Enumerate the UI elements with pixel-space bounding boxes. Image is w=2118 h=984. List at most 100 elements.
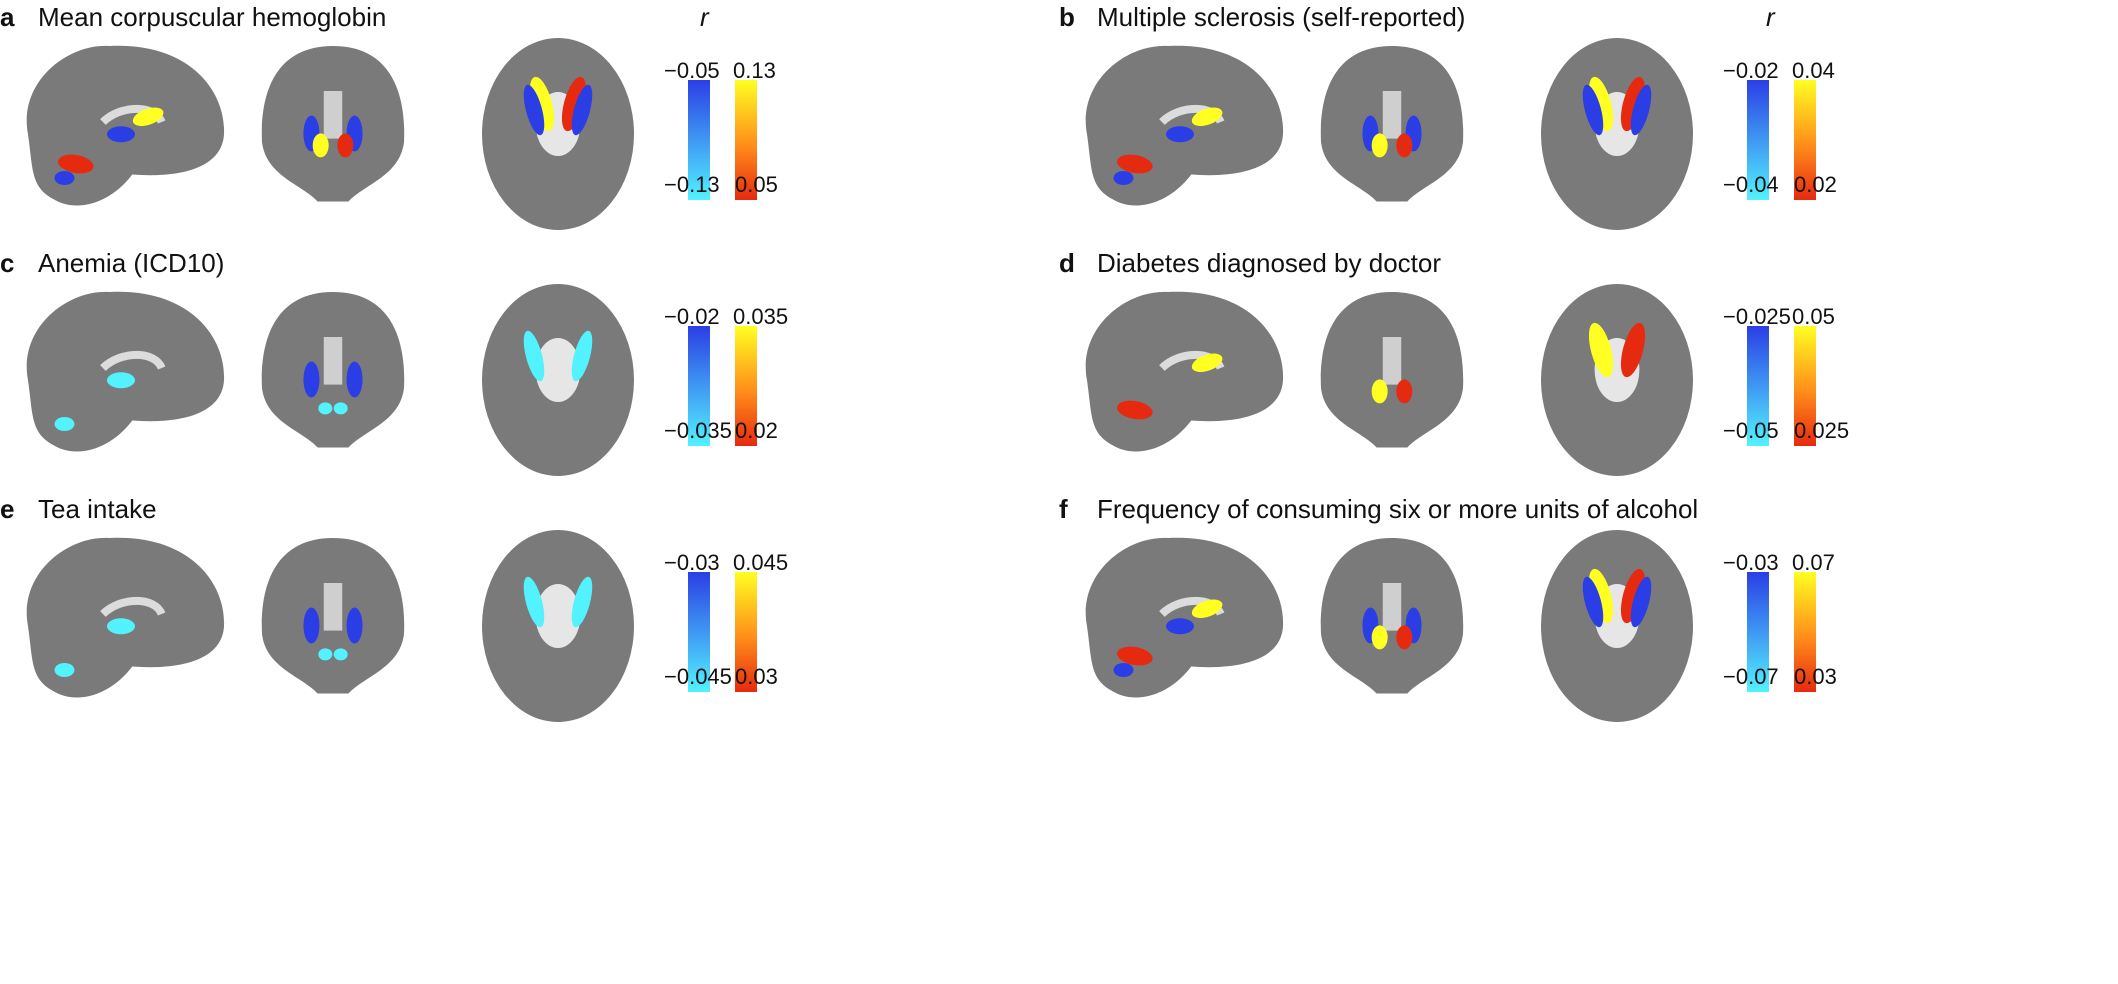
activation-blob	[1113, 663, 1134, 677]
pos-scale-bottom: 0.03	[735, 664, 778, 689]
activation-blob	[1371, 133, 1388, 158]
panel-letter: b	[1059, 2, 1075, 32]
activation-blob	[523, 576, 545, 628]
sagittal-brain-slice	[1085, 291, 1284, 452]
panel-title: Mean corpuscular hemoglobin	[38, 2, 387, 32]
activation-blob	[303, 607, 320, 644]
pos-scale-top: 0.035	[733, 304, 789, 329]
coronal-brain-slice	[261, 538, 405, 694]
neg-scale-bottom: −0.05	[1723, 418, 1779, 443]
neg-scale-top: −0.03	[1723, 550, 1779, 575]
neg-scale-bottom: −0.035	[664, 418, 732, 443]
activation-blob	[1588, 322, 1614, 378]
activation-blob	[1396, 625, 1413, 650]
r-axis-label: r	[1766, 2, 1775, 32]
activation-blob	[333, 648, 348, 661]
coronal-brain-slice	[1320, 46, 1464, 202]
activation-blob	[1113, 171, 1134, 185]
axial-brain-slice	[1541, 38, 1693, 230]
negative-colorbar	[1747, 80, 1769, 200]
sagittal-brain-slice	[26, 45, 225, 206]
activation-blob	[1396, 133, 1413, 158]
activation-blob	[312, 133, 329, 158]
pos-scale-top: 0.045	[733, 550, 789, 575]
activation-blob	[571, 330, 593, 382]
neg-scale-bottom: −0.04	[1723, 172, 1779, 197]
panel-title: Diabetes diagnosed by doctor	[1097, 248, 1442, 278]
sagittal-brain-slice	[1085, 537, 1284, 698]
activation-blob	[346, 361, 363, 398]
activation-blob	[54, 171, 75, 185]
panel-d: d Diabetes diagnosed by doctor −0.025 −0…	[1059, 246, 2118, 574]
activation-blob	[333, 402, 348, 415]
activation-blob	[1588, 76, 1614, 132]
r-axis-label: r	[700, 2, 709, 32]
neg-scale-bottom: −0.07	[1723, 664, 1779, 689]
activation-blob	[1191, 353, 1223, 373]
activation-blob	[1582, 576, 1604, 628]
activation-blob	[523, 84, 545, 136]
activation-blob	[523, 330, 545, 382]
activation-blob	[1191, 599, 1223, 619]
axial-brain-slice	[1541, 284, 1693, 476]
negative-colorbar	[1747, 326, 1769, 446]
pos-scale-bottom: 0.025	[1794, 418, 1850, 443]
panel-a: a Mean corpuscular hemoglobin r −0.05 −0…	[0, 0, 1059, 328]
coronal-brain-slice	[1320, 292, 1464, 448]
panel-letter: f	[1059, 494, 1068, 524]
pos-scale-bottom: 0.03	[1794, 664, 1837, 689]
negative-colorbar	[688, 80, 710, 200]
pos-scale-top: 0.05	[1792, 304, 1835, 329]
coronal-brain-slice	[1320, 538, 1464, 694]
positive-colorbar	[735, 572, 757, 692]
activation-blob	[303, 361, 320, 398]
activation-blob	[529, 76, 555, 132]
neg-scale-bottom: −0.13	[664, 172, 720, 197]
neg-scale-top: −0.02	[1723, 58, 1779, 83]
activation-blob	[1191, 107, 1223, 127]
activation-blob	[337, 133, 354, 158]
activation-blob	[54, 417, 75, 431]
axial-brain-slice	[482, 284, 634, 476]
coronal-brain-slice	[261, 46, 405, 202]
negative-colorbar	[688, 326, 710, 446]
activation-blob	[1117, 646, 1153, 666]
activation-blob	[1588, 568, 1614, 624]
activation-blob	[1117, 400, 1153, 420]
panel-title: Multiple sclerosis (self-reported)	[1097, 2, 1466, 32]
panel-c: c Anemia (ICD10) −0.02 −0.035 0.035 0.02	[0, 246, 1059, 574]
sagittal-brain-slice	[26, 537, 225, 698]
sagittal-brain-slice	[1085, 45, 1284, 206]
negative-colorbar	[688, 572, 710, 692]
panel-f: f Frequency of consuming six or more uni…	[1059, 492, 2118, 820]
axial-brain-slice	[482, 38, 634, 230]
panel-letter: e	[0, 494, 15, 524]
neg-scale-bottom: −0.045	[664, 664, 732, 689]
positive-colorbar	[735, 80, 757, 200]
panel-b: b Multiple sclerosis (self-reported) r −…	[1059, 0, 2118, 328]
activation-blob	[1166, 618, 1194, 635]
panel-e: e Tea intake −0.03 −0.045 0.045 0.03	[0, 492, 1059, 820]
pos-scale-bottom: 0.02	[735, 418, 778, 443]
pos-scale-bottom: 0.05	[735, 172, 778, 197]
activation-blob	[1371, 625, 1388, 650]
activation-blob	[54, 663, 75, 677]
neg-scale-top: −0.025	[1723, 304, 1791, 329]
activation-blob	[1630, 576, 1652, 628]
activation-blob	[318, 648, 333, 661]
activation-blob	[107, 618, 135, 635]
negative-colorbar	[1747, 572, 1769, 692]
neg-scale-top: −0.03	[664, 550, 720, 575]
activation-blob	[346, 607, 363, 644]
activation-blob	[571, 576, 593, 628]
positive-colorbar	[1794, 80, 1816, 200]
panel-title: Tea intake	[38, 494, 157, 524]
activation-blob	[1371, 379, 1388, 404]
axial-brain-slice	[482, 530, 634, 722]
positive-colorbar	[1794, 326, 1816, 446]
panel-letter: c	[0, 248, 15, 278]
activation-blob	[1620, 76, 1646, 132]
activation-blob	[132, 107, 164, 127]
sagittal-brain-slice	[26, 291, 225, 452]
activation-blob	[318, 402, 333, 415]
